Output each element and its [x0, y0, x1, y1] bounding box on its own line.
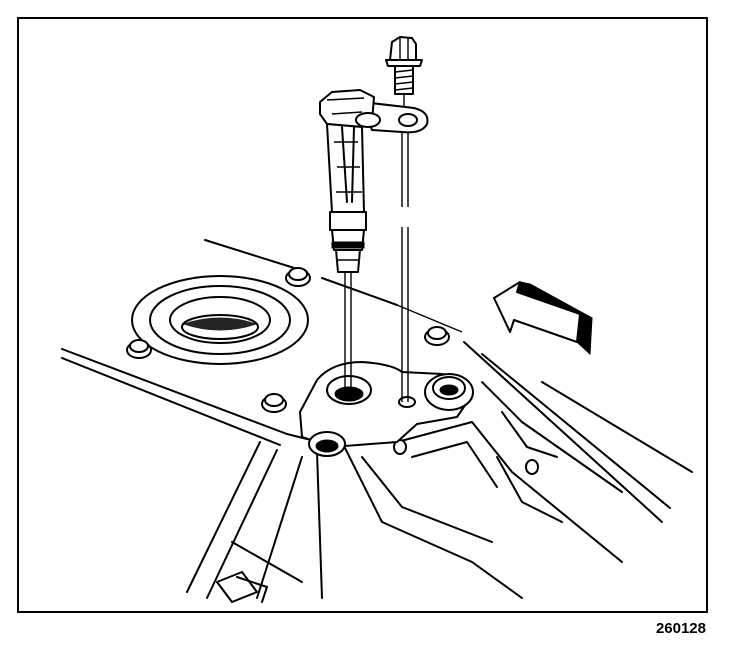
sensor-mounting-boss — [299, 361, 474, 457]
deck-bolt-heads — [126, 267, 450, 413]
mounting-bolt — [385, 36, 423, 112]
camshaft-position-sensor — [319, 89, 429, 273]
figure-number: 260128 — [655, 620, 706, 637]
view-direction-arrow — [493, 281, 593, 356]
illustration-frame — [17, 17, 708, 613]
engine-block-casting — [186, 381, 623, 603]
installation-guide-lines — [344, 132, 409, 402]
valley-cover-port — [131, 275, 309, 365]
engine-sensor-illustration — [61, 36, 693, 603]
